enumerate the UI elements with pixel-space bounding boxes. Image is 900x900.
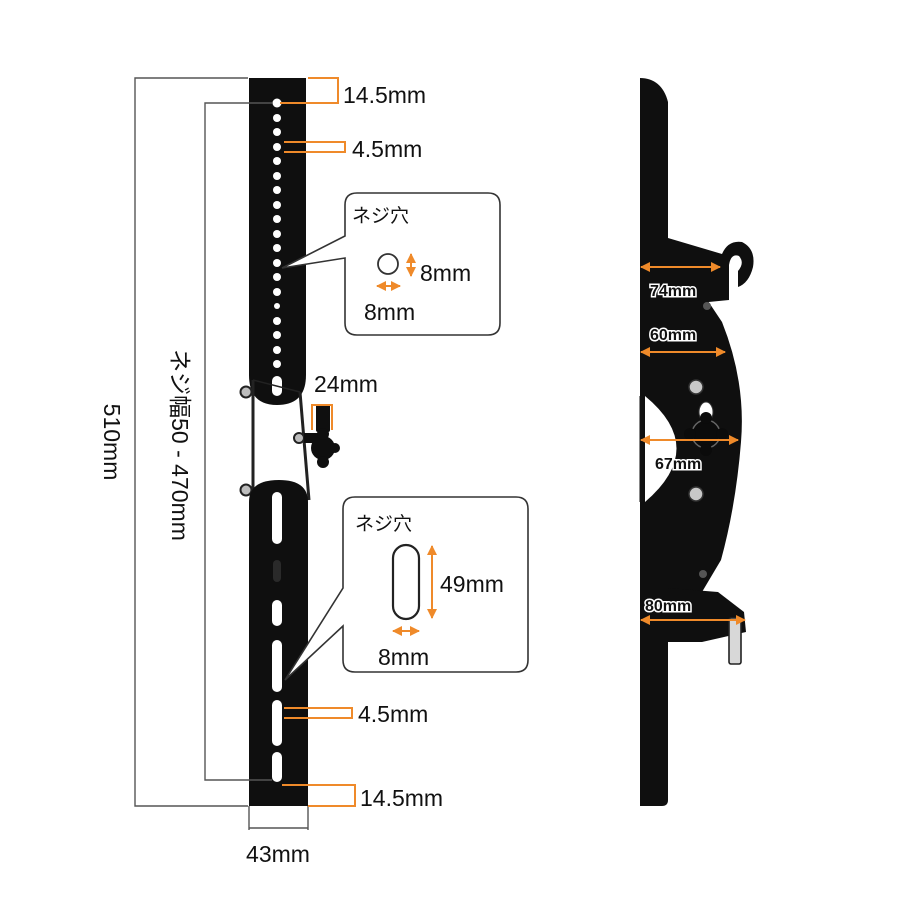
round-hole-shape — [377, 253, 399, 275]
height-dimension-line — [134, 77, 248, 807]
pivot-bolt — [688, 379, 704, 395]
knob-width-marker — [311, 404, 333, 430]
screw-slot — [272, 640, 282, 692]
screw-hole — [273, 331, 281, 339]
top-margin-label: 14.5mm — [343, 82, 426, 108]
upper-body-depth-label: 60mm — [650, 327, 696, 344]
upper-hook-arm — [668, 238, 754, 306]
hinge-plate — [239, 379, 311, 501]
arm-bolt — [699, 570, 707, 578]
tilt-knob — [304, 404, 340, 468]
screw-hole — [273, 114, 281, 122]
hinge-bolt — [239, 483, 253, 497]
screw-hole — [273, 186, 281, 194]
slot-hole-title: ネジ穴 — [355, 513, 412, 535]
screw-hole — [273, 273, 281, 281]
screw-hole — [273, 360, 281, 368]
screw-hole — [273, 346, 281, 354]
screw-hole — [273, 317, 281, 325]
knob-width-label: 24mm — [314, 371, 378, 397]
screw-slot — [272, 492, 282, 544]
screw-hole — [273, 259, 281, 267]
screw-width-label: ネジ幅50 - 470mm — [167, 349, 193, 541]
width-label: 43mm — [246, 841, 310, 867]
screw-hole — [273, 215, 281, 223]
bottom-margin-marker — [282, 784, 356, 807]
arm-bolt — [703, 302, 711, 310]
round-hole-row — [272, 98, 282, 396]
plate-notch — [645, 396, 677, 502]
round-hole-width-label: 8mm — [364, 299, 415, 325]
top-spacing-label: 4.5mm — [352, 136, 422, 162]
side-view-bracket: 74mm 60mm 67mm 80mm — [639, 78, 754, 806]
middle-body-depth-label: 67mm — [655, 456, 701, 473]
screw-hole — [273, 244, 281, 252]
slot-row — [272, 492, 282, 782]
screw-hole — [272, 98, 282, 108]
round-hole-callout: ネジ穴 8mm 8mm — [281, 192, 501, 336]
screw-hole — [274, 303, 280, 309]
screw-hole — [273, 230, 281, 238]
top-margin-marker — [280, 77, 339, 104]
screw-hole — [273, 288, 281, 296]
screw-hole — [273, 172, 281, 180]
top-spacing-marker — [284, 141, 346, 153]
screw-slot — [273, 560, 281, 582]
slot-hole-width-label: 8mm — [378, 644, 429, 670]
top-arm-depth-label: 74mm — [650, 283, 696, 300]
height-label: 510mm — [99, 404, 125, 481]
front-view-bracket — [239, 78, 340, 806]
screw-hole — [273, 157, 281, 165]
pivot-bolt — [688, 486, 704, 502]
upper-rail — [249, 78, 306, 405]
hinge-bolt — [239, 385, 253, 399]
slot-hole-callout: ネジ穴 49mm 8mm — [284, 496, 529, 681]
screw-width-dimension-line — [204, 102, 272, 781]
screw-hole — [273, 143, 281, 151]
bottom-spacing-label: 4.5mm — [358, 701, 428, 727]
slot-hole-shape — [391, 543, 421, 621]
width-dimension — [248, 806, 309, 830]
screw-slot — [272, 700, 282, 746]
bottom-margin-label: 14.5mm — [360, 785, 443, 811]
bottom-arm-depth-label: 80mm — [645, 598, 691, 615]
screw-slot — [272, 600, 282, 626]
screw-slot — [272, 752, 282, 782]
round-hole-height-label: 8mm — [420, 260, 471, 286]
screw-hole — [273, 201, 281, 209]
screw-hole — [273, 128, 281, 136]
hinge-bolt — [293, 432, 305, 444]
bottom-spacing-marker — [284, 707, 353, 719]
locking-pin — [728, 617, 742, 665]
slot-hole-height-label: 49mm — [440, 571, 504, 597]
round-hole-title: ネジ穴 — [352, 205, 409, 227]
